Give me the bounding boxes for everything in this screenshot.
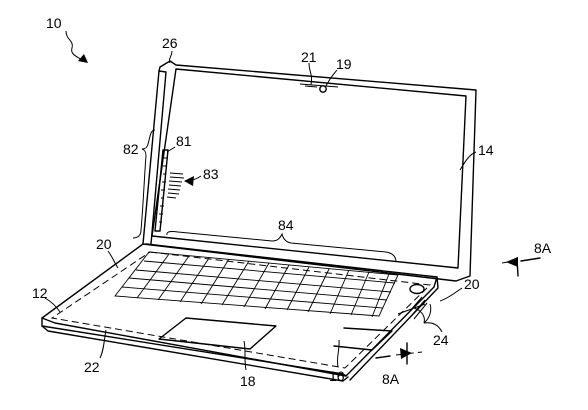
label-trackpad: 18: [240, 373, 256, 389]
section-line-8a-top: [501, 257, 541, 277]
label-section-top: 8A: [534, 240, 552, 256]
label-section-bottom: 8A: [382, 371, 400, 387]
label-texture: 83: [203, 166, 219, 182]
label-ports: 24: [433, 332, 449, 348]
keyboard: [114, 251, 399, 318]
reference-labels: 10 26 21 19 14 82 81 83 84 20 20 12 22 1…: [32, 15, 552, 389]
texture-marks: [166, 172, 185, 199]
section-line-8a-bottom: [375, 342, 423, 365]
label-camera: 19: [336, 56, 352, 72]
base-housing: [41, 243, 439, 382]
label-hinge: 26: [162, 35, 178, 51]
label-base-outline: 22: [84, 359, 100, 375]
camera-icon: [304, 85, 327, 93]
trackpad: [158, 317, 277, 350]
label-keyboard: 84: [278, 217, 294, 233]
label-display: 14: [478, 142, 494, 158]
label-base-housing: 12: [32, 285, 48, 301]
leader-lines: [44, 30, 477, 371]
power-button-icon: [409, 283, 425, 295]
label-device: 10: [46, 15, 62, 31]
side-slots: [333, 296, 428, 351]
label-strip: 81: [176, 133, 192, 149]
label-edge-region-right: 20: [464, 276, 480, 292]
label-camera-window: 21: [301, 49, 317, 65]
label-side-edge: 82: [123, 141, 139, 157]
label-edge-region: 20: [96, 236, 112, 252]
display-lid: [142, 60, 477, 282]
label-trackpad-area: 16: [329, 368, 345, 384]
side-strip: [154, 149, 169, 232]
